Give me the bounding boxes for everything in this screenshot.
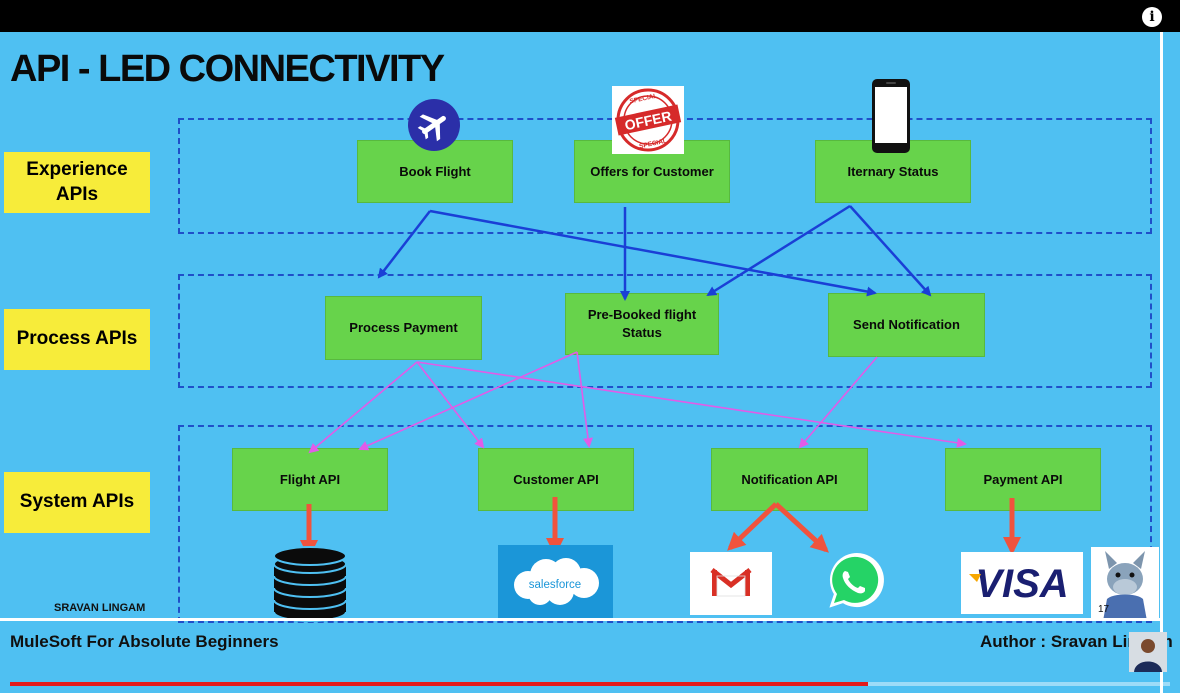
info-icon[interactable]: i [1142, 7, 1162, 27]
experience-to-process-arrows [377, 204, 932, 301]
process-to-system-arrows [308, 351, 967, 454]
system-tier-container [178, 425, 1152, 623]
system-tier-label: System APIs [4, 472, 150, 533]
presenter-avatar [1129, 632, 1167, 672]
visa-logo-text: VISA [975, 562, 1068, 606]
author-watermark: SRAVAN LINGAM [54, 602, 146, 614]
salesforce-logo: salesforce [498, 545, 613, 621]
process-tier-container [178, 274, 1152, 388]
slide: API - LED CONNECTIVITY Experience APIs P… [0, 32, 1180, 693]
smartphone-icon [872, 79, 910, 153]
pre-booked-flight-status-box: Pre-Booked flight Status [565, 293, 719, 355]
offers-for-customer-box: Offers for Customer [574, 140, 730, 203]
footer-divider [0, 618, 1160, 621]
gmail-icon [690, 552, 772, 615]
payment-api-box: Payment API [945, 448, 1101, 511]
airplane-icon [408, 99, 460, 151]
process-payment-box: Process Payment [325, 296, 482, 360]
connector-arrows [300, 204, 1021, 558]
whatsapp-icon [829, 553, 884, 608]
slide-title: API - LED CONNECTIVITY [10, 48, 445, 90]
notification-api-box: Notification API [711, 448, 868, 511]
process-tier-label: Process APIs [4, 309, 150, 370]
author-credit: Author : Sravan Lingam [980, 632, 1173, 651]
slide-border-right [1160, 32, 1163, 693]
visa-logo: VISA [961, 552, 1083, 614]
video-top-bar: i [0, 0, 1180, 32]
course-title: MuleSoft For Absolute Beginners [10, 632, 279, 651]
page-number: 17 [1098, 604, 1110, 615]
salesforce-logo-text: salesforce [529, 579, 581, 591]
experience-tier-label: Experience APIs [4, 152, 150, 213]
special-offer-stamp-icon: OFFER SPECIAL SPECIAL [612, 86, 684, 154]
send-notification-box: Send Notification [828, 293, 985, 357]
database-icon [273, 546, 347, 622]
system-to-backend-arrows [300, 497, 1021, 558]
mascot-icon [1091, 547, 1159, 621]
video-progress-fill[interactable] [10, 682, 868, 686]
